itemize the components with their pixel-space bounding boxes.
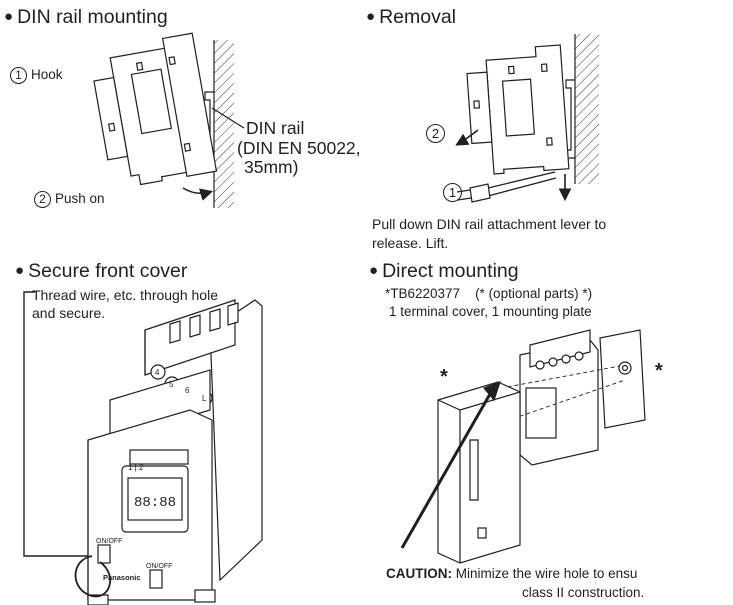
- brand-logo: Panasonic: [103, 573, 141, 582]
- caution-label: CAUTION:: [386, 566, 452, 581]
- rail-label: DIN rail: [246, 118, 305, 138]
- step-number: 1: [10, 67, 27, 84]
- asterisk-left: *: [440, 366, 448, 388]
- step-number: 2: [34, 191, 51, 208]
- caution-line-1: Minimize the wire hole to ensu: [455, 566, 638, 581]
- bullet-icon: ●: [369, 262, 379, 279]
- wall-hatch: [575, 34, 599, 184]
- terminal-label: 6: [185, 386, 190, 395]
- bullet-icon: ●: [4, 8, 14, 25]
- removal-instruction-2: release. Lift.: [372, 235, 449, 251]
- heading-secure-front-cover: ●Secure front cover: [15, 260, 188, 282]
- tilted-timer-outline: [466, 44, 570, 175]
- rail-leader-line: [211, 107, 245, 129]
- step-number: 2: [426, 124, 445, 143]
- wall-hatch: [214, 40, 234, 208]
- rail-spec-1: (DIN EN 50022,: [237, 138, 361, 158]
- cover-instruction-1: Thread wire, etc. through hole: [32, 287, 218, 303]
- direct-mounting-figure: [400, 329, 646, 564]
- heading-direct-mounting: ●Direct mounting: [369, 260, 519, 282]
- terminal-label: 4: [155, 368, 160, 377]
- front-cover-figure: [23, 291, 263, 605]
- removal-step-1: 1: [443, 183, 466, 202]
- leader-line: [23, 291, 92, 557]
- rail-spec-2: 35mm): [244, 157, 299, 177]
- removal-instruction-1: Pull down DIN rail attachment lever to: [372, 216, 607, 232]
- optional-part-number: *TB6220377 (* (optional parts) *): [385, 286, 593, 301]
- right-button-label: ON/OFF: [146, 563, 172, 570]
- terminal-labels: 4 5 6 L: [155, 368, 207, 403]
- bullet-icon: ●: [15, 262, 25, 279]
- timer-display: 88:88: [134, 495, 176, 511]
- caution-note: CAUTION: Minimize the wire hole to ensu: [386, 566, 637, 581]
- asterisk-right: *: [655, 360, 663, 382]
- heading-removal: ●Removal: [366, 6, 457, 28]
- left-button-label: ON/OFF: [96, 538, 122, 545]
- channel-label: 1 | 2: [128, 463, 144, 472]
- caution-line-2: class II construction.: [522, 585, 645, 600]
- heading-din-rail-mounting: ●DIN rail mounting: [4, 6, 168, 28]
- bullet-icon: ●: [366, 8, 376, 25]
- tilted-timer-outline: [93, 32, 218, 186]
- din-mounting-figure: [93, 32, 245, 208]
- removal-step-2: 2: [426, 124, 449, 143]
- step-number: 1: [443, 183, 462, 202]
- terminal-label: L: [202, 394, 207, 403]
- terminal-label: 5: [169, 380, 174, 389]
- optional-part-contents: 1 terminal cover, 1 mounting plate: [389, 304, 592, 319]
- removal-figure: [455, 34, 599, 203]
- cover-instruction-2: and secure.: [32, 305, 106, 321]
